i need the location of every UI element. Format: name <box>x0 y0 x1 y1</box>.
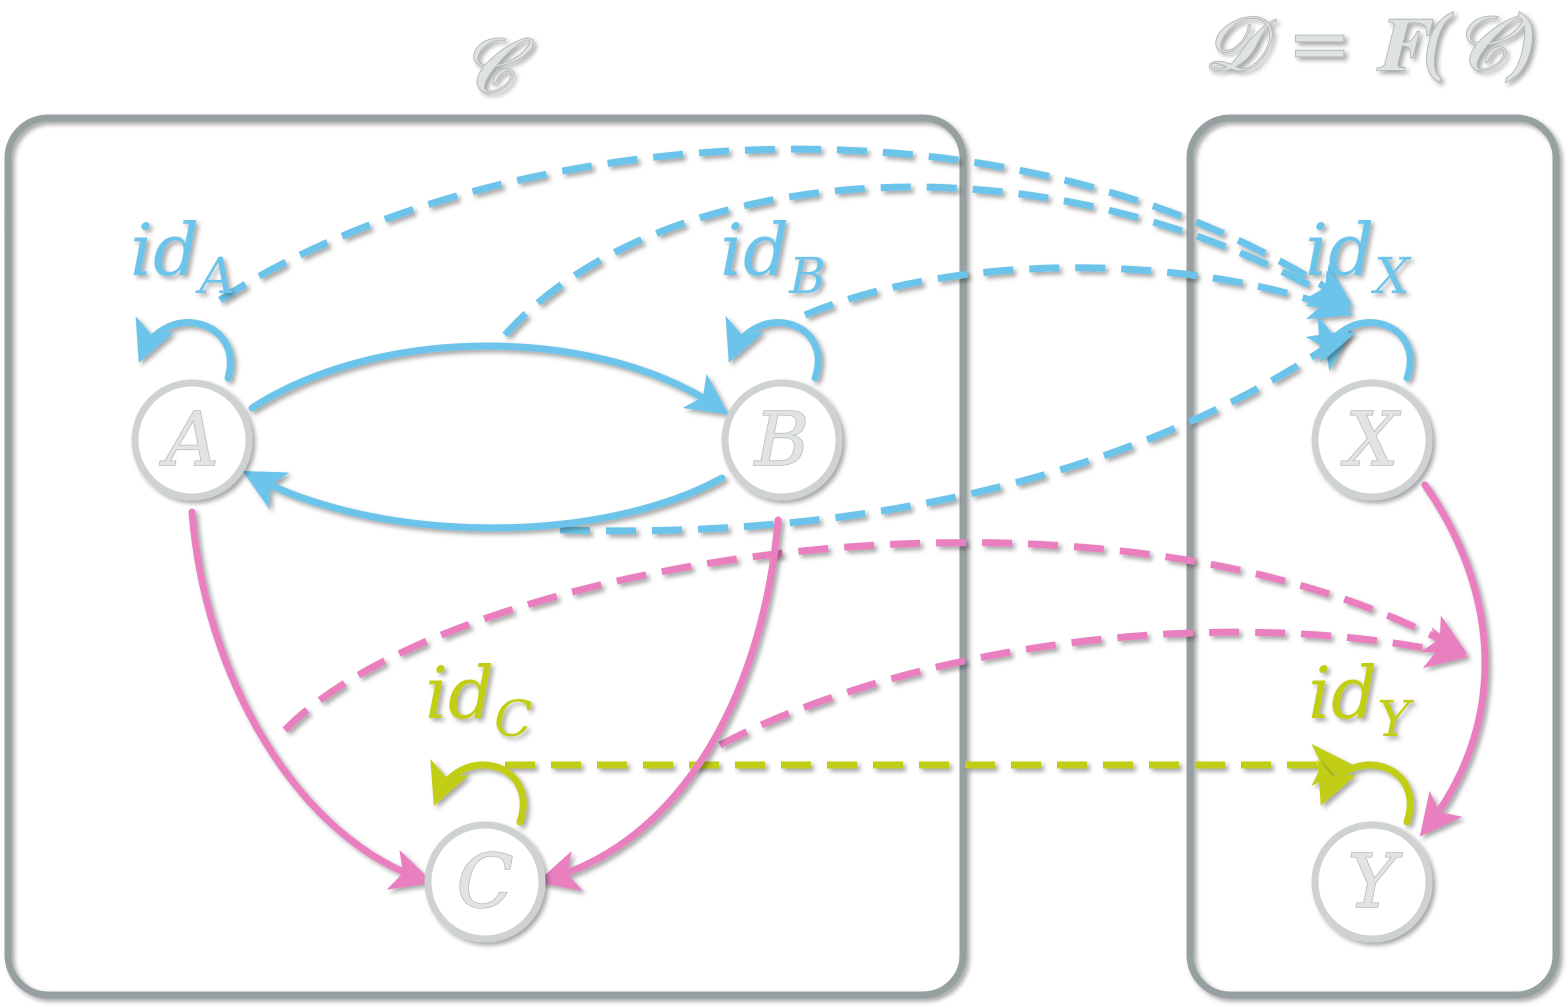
identity-label-y: idY <box>1308 651 1414 748</box>
node-a: A <box>131 379 253 501</box>
category-c-title: 𝒞 <box>459 21 533 110</box>
node-c-label: C <box>457 839 514 925</box>
identity-label-a: idA <box>130 208 235 305</box>
mapping-bc-to-xy <box>718 627 1469 749</box>
mapping-ac-to-xy <box>282 539 1468 733</box>
node-c: C <box>424 821 546 943</box>
category-d-title: 𝒟 = 𝐅(𝒞) <box>1203 0 1537 88</box>
node-b: B <box>721 379 843 501</box>
identity-label-x: idX <box>1305 208 1412 305</box>
morphism-a-to-b <box>248 342 729 415</box>
category-d-frame <box>1186 114 1560 999</box>
identity-loop-c <box>430 758 527 826</box>
identity-label-b: idB <box>720 208 826 305</box>
identity-loop-a <box>135 315 234 382</box>
mapping-idb-to-idx <box>803 264 1353 320</box>
morphism-a-to-c <box>188 508 433 890</box>
morphism-x-to-y <box>1419 481 1489 837</box>
node-a-label: A <box>159 397 218 483</box>
identity-loop-x <box>1317 315 1414 382</box>
identity-label-c: idC <box>425 651 532 748</box>
category-c-frame <box>4 114 967 999</box>
identity-loop-b <box>725 315 822 382</box>
node-b-label: B <box>753 397 809 483</box>
node-y-label: Y <box>1348 839 1403 925</box>
node-x: X <box>1311 379 1433 501</box>
node-y: Y <box>1311 821 1433 943</box>
morphism-b-to-a <box>242 471 726 532</box>
node-x-label: X <box>1341 397 1402 483</box>
morphism-b-to-c <box>536 516 782 892</box>
mapping-ida-to-idx <box>218 145 1352 305</box>
identity-loop-y <box>1317 758 1414 826</box>
mapping-ba-to-idx <box>559 330 1352 535</box>
mapping-ab-to-idx <box>502 183 1353 338</box>
